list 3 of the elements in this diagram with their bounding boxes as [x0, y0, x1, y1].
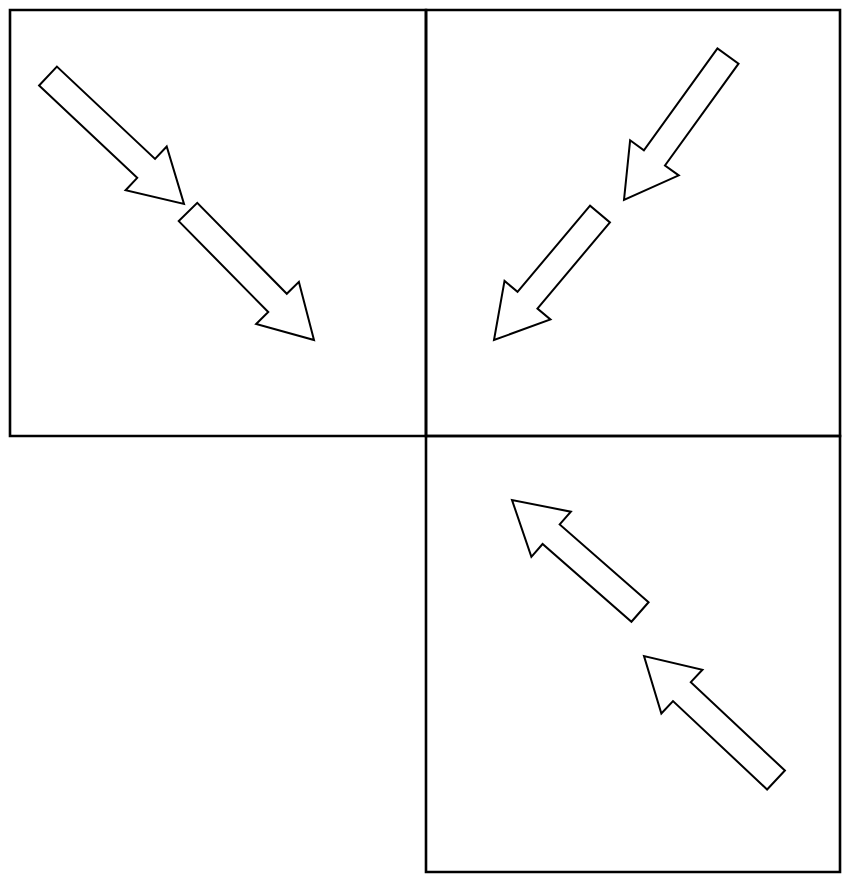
panel-box: [8, 8, 428, 438]
panel-box: [424, 434, 842, 874]
panel-box: [424, 8, 842, 438]
